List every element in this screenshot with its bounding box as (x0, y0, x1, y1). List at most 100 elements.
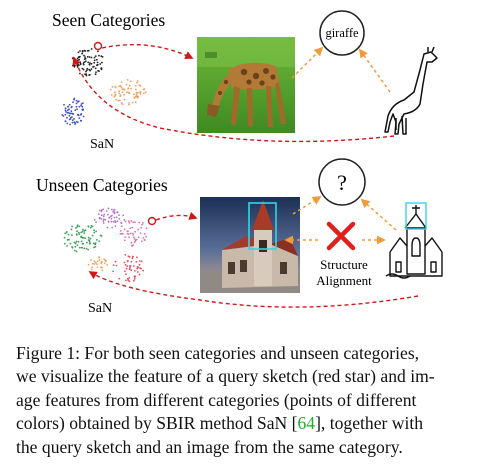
feature-point (103, 213, 106, 216)
feature-point (128, 265, 131, 267)
feature-point (140, 267, 143, 270)
feature-point (89, 62, 91, 64)
feature-point (118, 214, 120, 217)
feature-point (120, 86, 123, 89)
feature-point (112, 270, 114, 273)
feature-point (114, 221, 117, 224)
feature-point (66, 245, 68, 247)
church-photo (200, 197, 300, 293)
feature-point (79, 113, 82, 116)
feature-point (78, 233, 81, 236)
feature-point (90, 48, 93, 50)
feature-point (92, 66, 94, 68)
feature-point (130, 269, 133, 272)
feature-point (97, 213, 100, 216)
feature-point (125, 267, 128, 270)
caption-line-4-start: colors) obtained by SBIR method SaN [ (16, 413, 298, 434)
feature-point (128, 236, 131, 239)
feature-point (81, 246, 84, 249)
feature-point (124, 254, 127, 256)
feature-point (129, 80, 132, 83)
feature-point (82, 108, 84, 111)
feature-point (88, 73, 91, 76)
feature-point (81, 50, 84, 52)
citation-link[interactable]: 64 (297, 413, 316, 434)
feature-point (82, 237, 85, 239)
feature-point (126, 260, 129, 263)
feature-point (86, 56, 89, 58)
feature-point (132, 234, 135, 236)
feature-point (115, 264, 118, 267)
feature-point (139, 91, 142, 93)
feature-point (121, 91, 124, 94)
feature-point (66, 111, 69, 114)
feature-point (78, 117, 81, 119)
feature-point (100, 260, 103, 263)
feature-point (70, 105, 73, 108)
feature-point (106, 226, 109, 229)
feature-point (81, 105, 84, 108)
feature-point (138, 221, 141, 224)
feature-point (66, 238, 69, 241)
misalignment-cross-icon (326, 221, 356, 251)
feature-point (102, 220, 105, 223)
feature-point (112, 264, 115, 266)
feature-point (91, 225, 94, 228)
feature-point (134, 84, 137, 87)
seen-red-arrows (72, 44, 395, 143)
structure-alignment-label-line1: Structure (320, 257, 368, 272)
feature-point (120, 225, 123, 228)
feature-point (91, 266, 93, 269)
feature-point (133, 93, 135, 96)
feature-point (145, 235, 148, 238)
feature-point (115, 216, 118, 219)
feature-point (131, 244, 133, 247)
feature-point (112, 210, 114, 213)
caption-line-3: age features from different categories (… (16, 389, 417, 410)
feature-point (88, 240, 91, 243)
feature-point (68, 103, 71, 106)
feature-point (133, 236, 135, 239)
feature-point (134, 221, 136, 224)
feature-point (136, 256, 138, 259)
feature-point (76, 101, 79, 103)
feature-point (113, 216, 116, 219)
feature-point (76, 225, 79, 228)
feature-point (137, 95, 140, 98)
feature-point (107, 213, 109, 216)
feature-point (113, 211, 116, 214)
feature-point (136, 80, 139, 82)
feature-point (70, 228, 73, 231)
feature-point (99, 63, 102, 65)
feature-point (118, 277, 121, 280)
feature-point (71, 121, 74, 124)
feature-point (73, 121, 76, 123)
feature-point (134, 88, 137, 91)
feature-point (64, 113, 67, 116)
feature-point (83, 61, 86, 63)
feature-point (77, 231, 80, 234)
caption-line-2: we visualize the feature of a query sket… (16, 366, 435, 387)
feature-point (136, 81, 138, 84)
feature-point (85, 247, 88, 250)
feature-point (94, 73, 97, 76)
feature-point (114, 86, 117, 89)
feature-point (140, 240, 143, 243)
feature-point (63, 103, 65, 106)
feature-point (136, 91, 138, 94)
feature-point (98, 209, 101, 212)
feature-point (105, 260, 107, 263)
feature-point (126, 277, 129, 280)
feature-point (100, 210, 103, 213)
unseen-query-marker (147, 216, 157, 226)
feature-point (74, 245, 77, 248)
feature-point (124, 263, 127, 266)
feature-point (119, 95, 122, 98)
feature-point (79, 119, 82, 122)
feature-point (92, 262, 94, 265)
feature-point (143, 92, 145, 95)
feature-point (76, 108, 78, 111)
feature-point (69, 242, 72, 245)
feature-point (77, 113, 79, 116)
feature-point (100, 235, 103, 237)
